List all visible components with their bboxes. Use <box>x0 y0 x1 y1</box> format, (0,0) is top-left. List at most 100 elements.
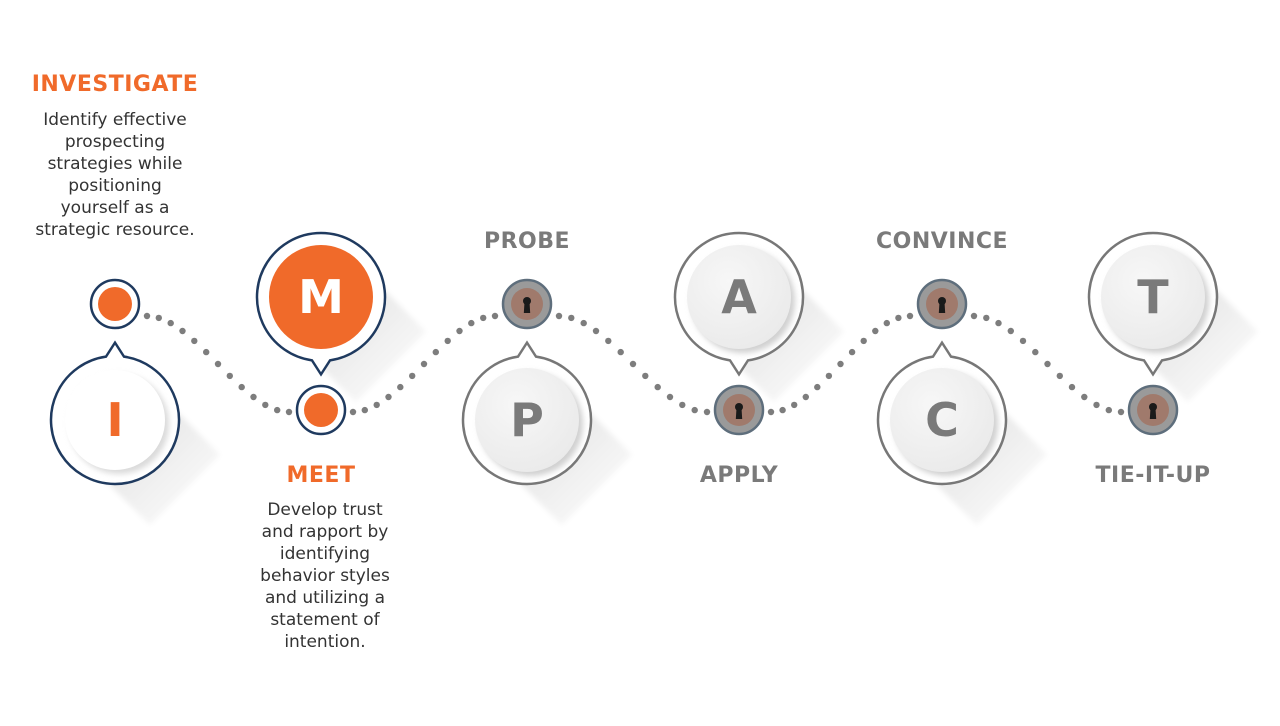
keyhole-slot <box>938 302 946 313</box>
connector-dot <box>143 312 151 320</box>
step-description-investigate: Identify effective prospecting strategie… <box>35 110 195 240</box>
node-dot <box>98 287 132 321</box>
connector-dot <box>468 319 475 327</box>
bubble-letter: A <box>721 270 757 324</box>
connector-1 <box>143 312 293 416</box>
connector-dot <box>1044 360 1051 368</box>
letter-bubble: I <box>49 340 221 526</box>
connector-dot <box>1081 393 1088 401</box>
connector-dot <box>385 393 392 401</box>
connector-dot <box>191 337 198 345</box>
step-investigate: I <box>49 278 221 526</box>
connector-dot <box>568 314 575 322</box>
connector-dot <box>666 393 674 401</box>
connector-dot <box>480 314 487 322</box>
connector-dot <box>592 327 600 335</box>
connector-dot <box>214 360 222 368</box>
connector-dot <box>226 372 233 380</box>
connector-dot <box>167 319 174 327</box>
connector-dot <box>983 314 990 322</box>
step-apply: A <box>673 231 845 436</box>
bubble-disc <box>1101 245 1205 349</box>
connector-dot <box>629 360 637 368</box>
connector-dot <box>432 348 439 356</box>
step-title-investigate: INVESTIGATE <box>31 72 199 97</box>
connector-dot <box>906 312 914 320</box>
step-tie-it-up: T <box>1087 231 1259 436</box>
step-convince: C <box>876 278 1048 526</box>
connector-dot <box>895 314 902 322</box>
step-title-tie-it-up: TIE-IT-UP <box>1095 463 1211 488</box>
connector-dot <box>1019 337 1027 345</box>
connector-dot <box>420 360 428 368</box>
connector-dot <box>238 383 245 391</box>
connector-dot <box>872 327 879 335</box>
keyhole-lock-icon <box>916 278 968 330</box>
letter-bubble: P <box>461 340 633 526</box>
orange-dot-icon <box>295 384 347 436</box>
connector-dot <box>179 327 186 335</box>
connector-3 <box>555 312 711 416</box>
connector-dot <box>779 406 786 414</box>
connector-dot <box>1093 401 1100 409</box>
connector-dot <box>802 393 809 401</box>
letter-bubble: C <box>876 340 1048 526</box>
letter-bubble: A <box>673 231 845 403</box>
connector-dot <box>860 337 867 345</box>
step-title-meet: MEET <box>286 463 356 488</box>
connector-dot <box>825 372 833 380</box>
connector-dot <box>605 337 612 345</box>
step-meet: M <box>255 231 427 436</box>
keyhole-slot <box>1149 408 1157 419</box>
connector-dot <box>1105 406 1113 414</box>
connector-dot <box>791 401 798 409</box>
connector-dot <box>409 372 416 380</box>
connector-dot <box>767 408 775 416</box>
bubble-disc <box>65 370 165 470</box>
connector-2 <box>349 312 499 416</box>
connector-dot <box>373 401 380 409</box>
orange-dot-icon <box>89 278 141 330</box>
step-title-apply: APPLY <box>699 463 779 488</box>
connector-dot <box>349 408 357 416</box>
keyhole-slot <box>735 408 743 419</box>
connector-dot <box>970 312 978 320</box>
bubble-letter: P <box>510 393 544 447</box>
keyhole-lock-icon <box>1127 384 1179 436</box>
connector-dot <box>555 312 563 320</box>
connector-dot <box>203 348 210 356</box>
connector-dot <box>691 406 698 414</box>
connector-dot <box>285 408 293 416</box>
connector-dot <box>848 348 856 356</box>
keyhole-lock-icon <box>713 384 765 436</box>
connector-dot <box>1056 372 1064 380</box>
connector-dot <box>155 314 162 322</box>
bubble-letter: I <box>106 393 123 447</box>
nodes: I M P A CT <box>49 231 1259 526</box>
letter-bubble: T <box>1087 231 1259 403</box>
connector-dot <box>814 383 821 391</box>
bubble-disc <box>687 245 791 349</box>
connector-dot <box>995 319 1002 327</box>
connector-dot <box>1068 383 1076 391</box>
connector-4 <box>767 312 914 416</box>
connector-dot <box>456 327 463 335</box>
connector-dots <box>143 312 1125 416</box>
connector-dot <box>580 319 587 327</box>
connector-dot <box>837 360 844 368</box>
keyhole-slot <box>523 302 531 313</box>
connector-dot <box>883 319 890 327</box>
bubble-letter: M <box>298 270 344 324</box>
connector-dot <box>617 348 624 356</box>
step-title-convince: CONVINCE <box>875 229 1009 254</box>
step-probe: P <box>461 278 633 526</box>
connector-dot <box>1007 327 1014 335</box>
step-title-probe: PROBE <box>483 229 571 254</box>
connector-dot <box>642 372 649 380</box>
connector-dot <box>262 401 269 409</box>
connector-dot <box>444 337 451 345</box>
connector-5 <box>970 312 1125 416</box>
connector-dot <box>1032 348 1039 356</box>
connector-dot <box>679 401 686 409</box>
